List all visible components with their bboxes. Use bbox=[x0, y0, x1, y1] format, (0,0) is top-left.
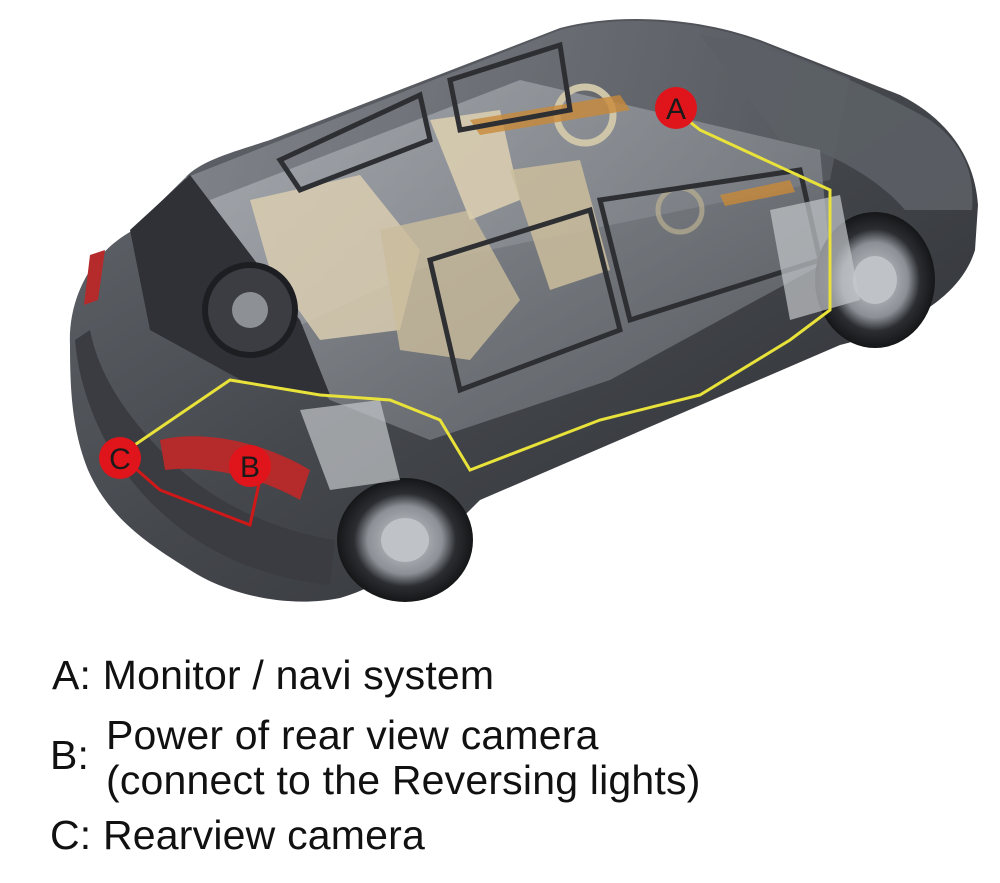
legend-item-b-line1: Power of rear view camera bbox=[106, 712, 599, 758]
svg-text:B: B bbox=[240, 451, 260, 484]
marker-b: B bbox=[229, 445, 271, 487]
camera-video-wire bbox=[119, 108, 832, 472]
legend-item-b-line2: (connect to the Reversing lights) bbox=[106, 757, 701, 803]
engine-bay bbox=[300, 195, 860, 490]
car-wiring-diagram: A B C bbox=[69, 18, 978, 602]
svg-text:A: A bbox=[666, 93, 686, 126]
legend-item-b-key: B: bbox=[50, 732, 90, 778]
legend-item-c: C: Rearview camera bbox=[50, 812, 425, 858]
svg-text:C: C bbox=[109, 443, 131, 476]
marker-c: C bbox=[99, 437, 141, 479]
marker-a: A bbox=[655, 87, 697, 129]
legend-item-a: A: Monitor / navi system bbox=[52, 652, 495, 698]
open-trunk bbox=[130, 175, 330, 395]
rear-wheel bbox=[337, 478, 473, 602]
camera-power-wire bbox=[119, 453, 264, 528]
